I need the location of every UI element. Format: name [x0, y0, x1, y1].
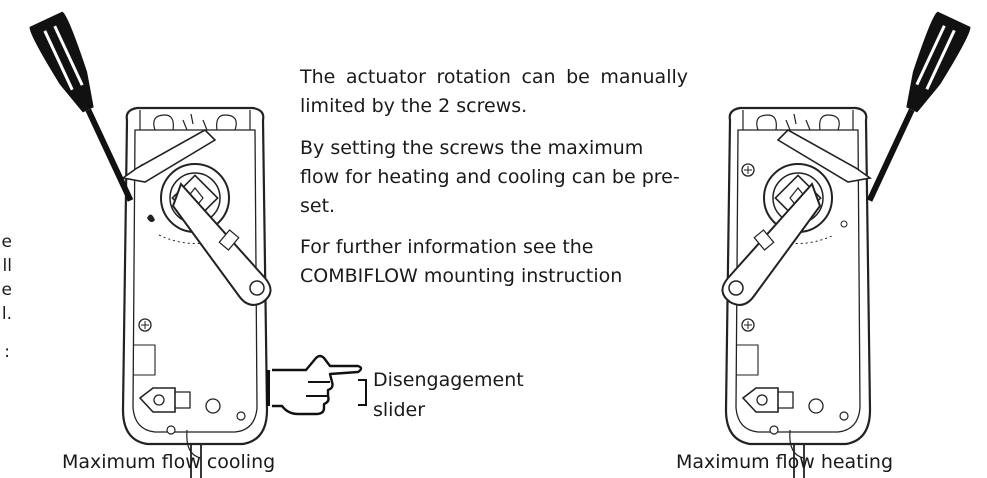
- right-screwdriver: [866, 11, 971, 202]
- slider-label-line-2: slider: [373, 399, 426, 421]
- cropped-text-line-3: e: [1, 280, 12, 300]
- right-actuator: [721, 106, 873, 478]
- caption-heating: Maximum flow heating: [676, 451, 894, 473]
- description-rotation-limit: The actuator rotation can be manually li…: [300, 66, 688, 117]
- slider-label-line-1: Disengagement: [373, 369, 524, 391]
- cropped-text-line-1: e: [1, 232, 12, 252]
- cropped-text-line-2: ll: [2, 256, 12, 276]
- slider-label-bracket: [358, 379, 367, 406]
- description-preset-flow: By setting the screws the maximum flow f…: [300, 137, 680, 217]
- cropped-text-line-4: l.: [1, 304, 12, 324]
- pointing-hand-icon: [266, 354, 363, 416]
- description-further-info: For further information see the COMBIFLO…: [300, 236, 623, 287]
- cropped-text-line-5: :: [4, 342, 10, 362]
- left-actuator: [120, 106, 272, 478]
- left-screwdriver: [29, 11, 134, 202]
- caption-cooling: Maximum flow cooling: [62, 451, 276, 473]
